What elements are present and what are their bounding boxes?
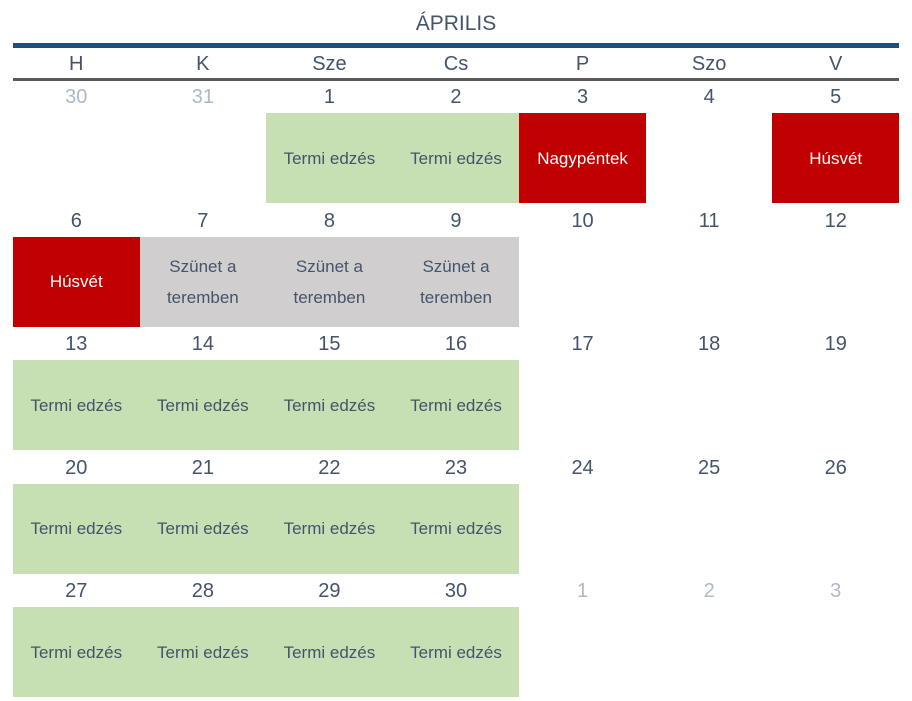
- day-number[interactable]: 16: [444, 333, 468, 355]
- day-number[interactable]: 18: [698, 333, 721, 355]
- day-number[interactable]: 17: [571, 333, 594, 355]
- weekday-label: K: [196, 53, 210, 75]
- title-divider: [13, 43, 899, 48]
- empty-day-cell[interactable]: [519, 237, 646, 327]
- day-number[interactable]: 6: [70, 209, 82, 232]
- empty-day-cell[interactable]: [13, 113, 140, 203]
- day-number[interactable]: 5: [830, 86, 842, 108]
- empty-day-cell[interactable]: [140, 113, 267, 203]
- day-number[interactable]: 20: [65, 456, 88, 479]
- day-number[interactable]: 3: [830, 580, 842, 602]
- day-number[interactable]: 25: [698, 456, 721, 479]
- empty-day-cell[interactable]: [646, 237, 773, 327]
- day-number[interactable]: 9: [450, 209, 462, 232]
- calendar-event[interactable]: Termi edzés: [13, 483, 140, 574]
- day-number[interactable]: 19: [824, 333, 847, 355]
- calendar-event[interactable]: Termi edzés: [392, 360, 520, 450]
- day-number[interactable]: 2: [703, 580, 715, 602]
- weekday-label: Sze: [312, 53, 347, 75]
- day-number[interactable]: 23: [444, 456, 468, 479]
- day-number[interactable]: 27: [65, 580, 88, 602]
- calendar-event[interactable]: Húsvét: [772, 113, 899, 203]
- calendar-event[interactable]: Termi edzés: [392, 607, 520, 697]
- calendar-event[interactable]: Termi edzés: [392, 113, 520, 203]
- empty-day-cell[interactable]: [519, 484, 646, 574]
- day-number[interactable]: 22: [318, 456, 341, 479]
- day-number[interactable]: 2: [450, 86, 462, 108]
- calendar-event[interactable]: Termi edzés: [139, 607, 267, 697]
- day-number[interactable]: 15: [318, 333, 341, 355]
- weekday-header: H K Sze Cs P Szo V: [13, 50, 899, 78]
- day-number[interactable]: 24: [571, 456, 594, 479]
- day-number[interactable]: 8: [323, 209, 335, 232]
- day-number[interactable]: 30: [65, 86, 88, 108]
- empty-day-cell[interactable]: [519, 360, 646, 450]
- day-number[interactable]: 28: [191, 580, 214, 602]
- day-number[interactable]: 30: [444, 580, 468, 602]
- empty-day-cell[interactable]: [646, 360, 773, 450]
- empty-day-cell[interactable]: [772, 484, 899, 574]
- calendar-event[interactable]: Termi edzés: [139, 483, 267, 574]
- day-number[interactable]: 26: [824, 456, 847, 479]
- calendar-event[interactable]: Termi edzés: [266, 483, 393, 574]
- day-number[interactable]: 21: [191, 456, 214, 479]
- calendar-event[interactable]: Termi edzés: [266, 360, 393, 450]
- empty-day-cell[interactable]: [646, 484, 773, 574]
- empty-day-cell[interactable]: [519, 607, 646, 697]
- month-title: ÁPRILIS: [415, 12, 497, 35]
- weekday-label: H: [69, 53, 84, 75]
- day-number[interactable]: 13: [65, 333, 88, 355]
- weekday-label: Szo: [691, 53, 727, 75]
- empty-day-cell[interactable]: [772, 607, 899, 697]
- calendar-event[interactable]: Termi edzés: [139, 360, 267, 450]
- calendar-event[interactable]: Szünet a teremben: [392, 236, 520, 327]
- day-number[interactable]: 14: [191, 333, 214, 355]
- empty-day-cell[interactable]: [772, 237, 899, 327]
- calendar-event[interactable]: Termi edzés: [392, 483, 520, 574]
- header-divider: [13, 78, 899, 81]
- calendar-event[interactable]: Termi edzés: [266, 607, 393, 697]
- calendar-event[interactable]: Termi edzés: [13, 360, 140, 450]
- day-number[interactable]: 29: [318, 580, 341, 602]
- weekday-label: P: [575, 53, 590, 75]
- day-number[interactable]: 10: [571, 209, 594, 232]
- calendar-event[interactable]: Szünet a teremben: [139, 236, 267, 327]
- calendar-event[interactable]: Húsvét: [13, 236, 140, 327]
- day-number[interactable]: 1: [323, 86, 335, 108]
- weekday-label: V: [829, 53, 843, 75]
- weekday-label: Cs: [443, 53, 469, 75]
- day-number[interactable]: 4: [703, 86, 715, 108]
- empty-day-cell[interactable]: [646, 113, 773, 203]
- day-number[interactable]: 7: [197, 209, 209, 232]
- day-number[interactable]: 12: [824, 209, 847, 232]
- calendar-event[interactable]: Termi edzés: [13, 607, 140, 697]
- empty-day-cell[interactable]: [772, 360, 899, 450]
- day-number[interactable]: 1: [577, 580, 589, 602]
- calendar-event[interactable]: Nagypéntek: [519, 113, 646, 203]
- day-number[interactable]: 11: [698, 209, 720, 232]
- calendar-event[interactable]: Szünet a teremben: [266, 236, 393, 327]
- calendar-event[interactable]: Termi edzés: [266, 113, 393, 203]
- empty-day-cell[interactable]: [646, 607, 773, 697]
- day-number[interactable]: 3: [577, 86, 589, 108]
- day-number[interactable]: 31: [191, 86, 214, 108]
